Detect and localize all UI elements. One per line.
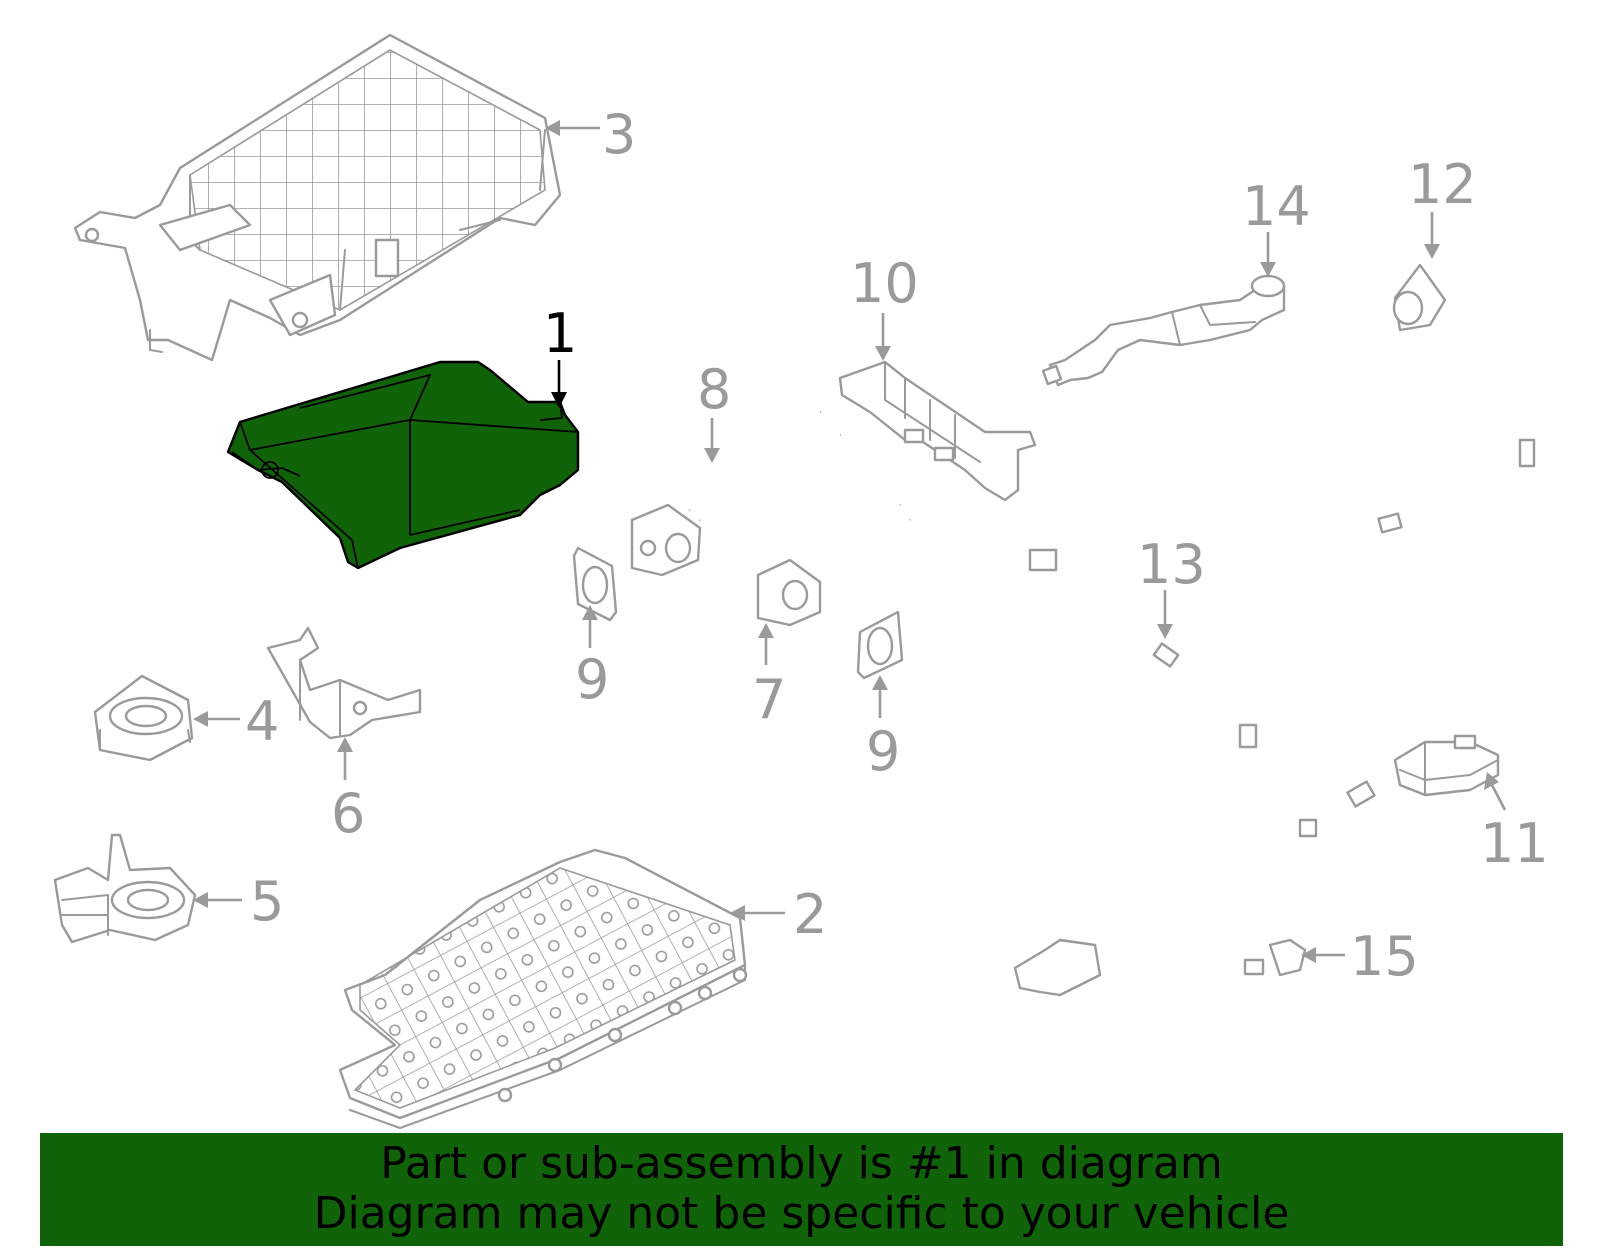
part-15-wire-harness[interactable] [1013, 936, 1307, 997]
part-8-cable-connector[interactable] [630, 408, 842, 577]
callout-2: 2 [793, 883, 827, 946]
callout-12: 12 [1408, 153, 1477, 216]
callout-4: 4 [245, 690, 279, 753]
callout-9b: 9 [866, 720, 900, 783]
callout-10: 10 [850, 252, 919, 315]
part-2-tray-plate[interactable] [338, 848, 748, 1129]
callout-3: 3 [602, 103, 636, 166]
callout-9a: 9 [575, 648, 609, 711]
callout-1: 1 [543, 302, 577, 365]
callout-labels: 1 2 3 4 5 6 7 8 9 9 10 11 12 13 14 15 [245, 103, 1549, 988]
info-banner: Part or sub-assembly is #1 in diagram Di… [40, 1133, 1563, 1246]
part-5-sensor-bracket[interactable] [53, 833, 197, 944]
callout-7: 7 [752, 668, 786, 731]
part-12-cable[interactable] [1377, 261, 1536, 534]
part-13-wire-harness[interactable] [1028, 548, 1376, 838]
part-9-gasket-a[interactable] [572, 546, 618, 622]
callout-6: 6 [331, 782, 365, 845]
banner-line-2: Diagram may not be specific to your vehi… [313, 1188, 1290, 1239]
callout-13: 13 [1137, 533, 1206, 596]
callout-arrows [193, 120, 1507, 963]
part-14-cable-terminal[interactable] [1041, 274, 1286, 387]
part-7-cable-connector[interactable] [756, 501, 913, 627]
banner-line-1: Part or sub-assembly is #1 in diagram [380, 1138, 1223, 1189]
part-3-battery-housing[interactable] [73, 33, 562, 362]
callout-5: 5 [250, 870, 284, 933]
callout-8: 8 [697, 358, 731, 421]
callout-14: 14 [1242, 175, 1311, 238]
part-4-sensor[interactable] [93, 674, 194, 762]
part-6-bracket[interactable] [266, 626, 422, 740]
callout-15: 15 [1350, 925, 1419, 988]
part-9-gasket-b[interactable] [856, 610, 904, 680]
callout-11: 11 [1480, 812, 1549, 875]
part-11-connector-block[interactable] [1393, 734, 1500, 797]
part-10-bracket[interactable] [838, 360, 1037, 502]
part-1-control-module[interactable] [226, 360, 580, 570]
